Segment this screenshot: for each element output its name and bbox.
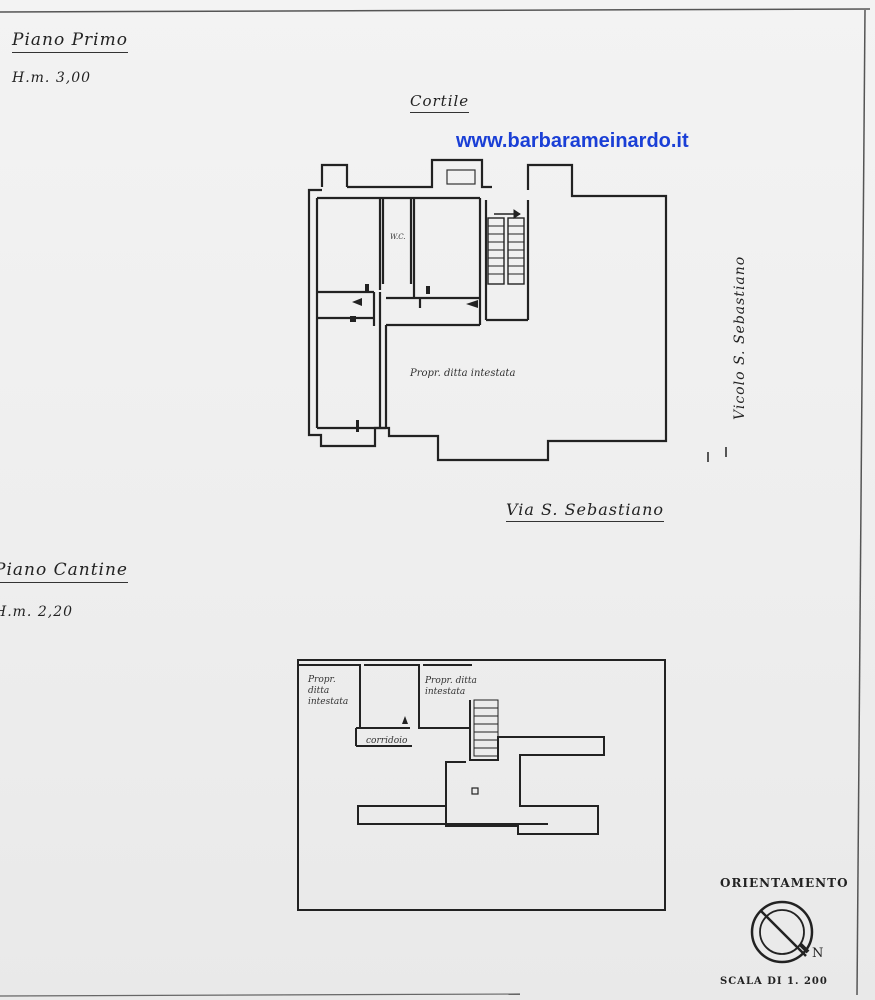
piano-cantine-height: H.m. 2,20 — [0, 604, 74, 620]
vicolo-label: Vicolo S. Sebastiano — [732, 255, 748, 420]
piano-primo-stair — [487, 209, 525, 285]
piano-primo-vent-box — [446, 169, 476, 185]
propr-ditta-label: Propr. ditta intestata — [410, 368, 516, 379]
cantine-pillar — [471, 787, 479, 795]
cantine-propr-left: Propr. ditta intestata — [308, 675, 349, 707]
compass-symbol — [750, 900, 814, 964]
piano-cantine-title: Piano Cantine — [0, 560, 128, 583]
watermark-url: www.barbarameinardo.it — [456, 130, 689, 152]
north-label: N — [812, 946, 825, 961]
cantine-door-arrow — [402, 716, 408, 724]
frame-right-line — [856, 9, 866, 996]
corridoio-label: corridoio — [366, 736, 408, 746]
piano-cantine-walls — [297, 659, 666, 911]
cantine-propr-right: Propr. ditta intestata — [425, 676, 477, 697]
piano-primo-title: Piano Primo — [12, 30, 128, 53]
piano-primo-walls — [307, 158, 668, 462]
scale-label: SCALA DI 1. 200 — [720, 976, 828, 987]
piano-cantine-stair — [473, 699, 499, 757]
frame-bottom-line — [0, 993, 521, 997]
orientamento-label: ORIENTAMENTO — [720, 876, 849, 890]
cortile-label: Cortile — [410, 92, 470, 113]
frame-top-line — [0, 8, 871, 13]
piano-primo-door-marks — [350, 284, 478, 432]
via-label: Via S. Sebastiano — [506, 500, 665, 522]
piano-primo-height: H.m. 3,00 — [12, 70, 92, 86]
wc-label: W.C. — [390, 233, 406, 241]
